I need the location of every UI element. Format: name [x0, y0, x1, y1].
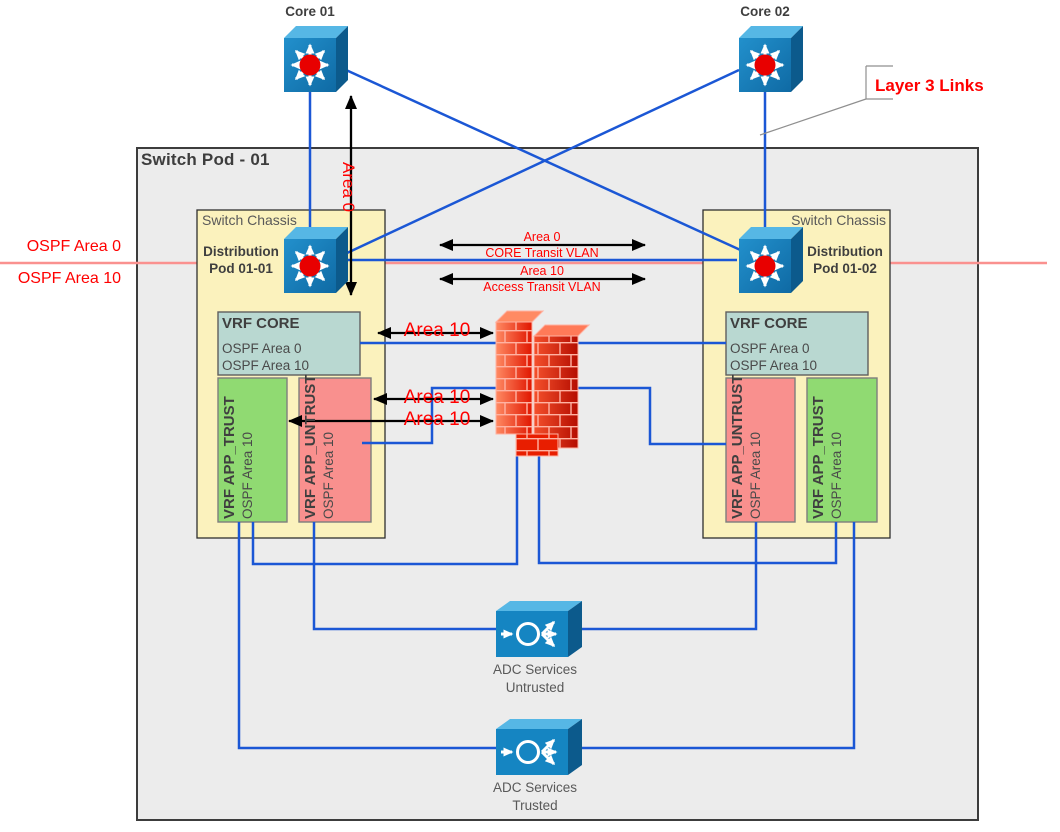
firewall-brick-icon — [494, 310, 591, 457]
link-trust-left-adc-trusted — [237, 522, 496, 750]
adc-untrusted-label: ADC Services Untrusted — [459, 661, 611, 696]
adc-trusted-line2: Trusted — [512, 797, 558, 813]
vrf-untrust-right-title: VRF APP_UNTRUST — [729, 374, 746, 519]
vrf-untrust-right-area: OSPF Area 10 — [748, 431, 763, 519]
vrf-untrust-left-area: OSPF Area 10 — [321, 431, 336, 519]
vrf-trust-right-area: OSPF Area 10 — [829, 431, 844, 519]
link-core1-dist2 — [345, 68, 748, 255]
core2-switch-icon — [739, 26, 803, 92]
firewall-area10-mid-label: Area 10 — [403, 387, 471, 408]
vrf-app-untrust-left-box — [298, 377, 372, 523]
vrf-trust-right-title: VRF APP_TRUST — [810, 396, 827, 519]
dist1-line2: Pod 01-01 — [209, 261, 273, 276]
adc-trusted-label: ADC Services Trusted — [459, 779, 611, 814]
vrf-core-right-title: VRF CORE — [730, 315, 808, 332]
vrf-untrust-right-text: VRF APP_UNTRUST OSPF Area 10 — [728, 374, 764, 519]
vrf-trust-left-area: OSPF Area 10 — [240, 431, 255, 519]
vrf-app-trust-left-box — [217, 377, 288, 523]
vrf-core-left-areas: OSPF Area 0 OSPF Area 10 — [222, 340, 309, 374]
transit-area0-vlan-label: CORE Transit VLAN — [485, 246, 599, 260]
vrf-app-untrust-right-box — [725, 377, 796, 523]
link-trust-right-firewall-bottom — [537, 450, 838, 565]
transit-area10-vlan-label: Access Transit VLAN — [483, 280, 601, 294]
pod-title: Switch Pod - 01 — [141, 150, 270, 169]
area0-vertical-label: Area 0 — [339, 162, 358, 213]
link-trust-right-adc-trusted — [570, 522, 856, 750]
dist2-switch-icon — [739, 227, 803, 293]
core2-label: Core 02 — [740, 4, 790, 19]
link-core2-dist1 — [346, 68, 740, 255]
vrf-core-left-title: VRF CORE — [222, 315, 300, 332]
adc-untrusted-line2: Untrusted — [505, 679, 565, 695]
layer3-links-label: Layer 3 Links — [875, 76, 984, 95]
ospf-area0-label: OSPF Area 0 — [26, 238, 121, 255]
adc-trusted-icon — [496, 719, 582, 775]
dist2-label: Distribution Pod 01-02 — [802, 243, 888, 277]
dist2-line2: Pod 01-02 — [813, 261, 877, 276]
layer3-links — [237, 68, 856, 750]
dist1-label: Distribution Pod 01-01 — [198, 243, 284, 277]
vrf-core-left-area2: OSPF Area 10 — [222, 358, 310, 373]
link-firewall-untrust-right — [574, 386, 726, 446]
vrf-trust-right-text: VRF APP_TRUST OSPF Area 10 — [809, 379, 845, 519]
dist1-line1: Distribution — [203, 244, 279, 259]
transit-area0-label: Area 0 — [523, 230, 561, 244]
core1-label: Core 01 — [285, 4, 335, 19]
vrf-core-right-area1: OSPF Area 0 — [730, 341, 810, 356]
area-arrows — [288, 95, 646, 427]
firewall-area10-bottom-label: Area 10 — [403, 409, 471, 430]
link-untrust-left-adc-untrusted — [312, 522, 496, 631]
dist2-line1: Distribution — [807, 244, 883, 259]
layer3-callout-leader — [759, 65, 893, 136]
vrf-trust-left-title: VRF APP_TRUST — [221, 396, 238, 519]
ospf-area10-label: OSPF Area 10 — [17, 270, 121, 287]
vrf-app-trust-right-box — [806, 377, 878, 523]
chassis-right-label: Switch Chassis — [791, 212, 886, 228]
vrf-core-left-area1: OSPF Area 0 — [222, 341, 302, 356]
link-untrust-right-adc-untrusted — [570, 522, 758, 631]
vrf-untrust-left-title: VRF APP_UNTRUST — [302, 374, 319, 519]
adc-untrusted-icon — [496, 601, 582, 657]
dist1-switch-icon — [284, 227, 348, 293]
vrf-core-right-area2: OSPF Area 10 — [730, 358, 818, 373]
vrf-untrust-left-text: VRF APP_UNTRUST OSPF Area 10 — [301, 374, 337, 519]
chassis-left-label: Switch Chassis — [202, 212, 297, 228]
transit-area10-label: Area 10 — [520, 264, 564, 278]
adc-trusted-line1: ADC Services — [492, 780, 578, 795]
firewall-area10-top-label: Area 10 — [403, 320, 471, 341]
core1-switch-icon — [284, 26, 348, 92]
vrf-trust-left-text: VRF APP_TRUST OSPF Area 10 — [220, 379, 256, 519]
link-trust-left-firewall-bottom — [251, 450, 519, 566]
adc-untrusted-line1: ADC Services — [492, 662, 578, 677]
vrf-core-right-areas: OSPF Area 0 OSPF Area 10 — [730, 340, 817, 374]
